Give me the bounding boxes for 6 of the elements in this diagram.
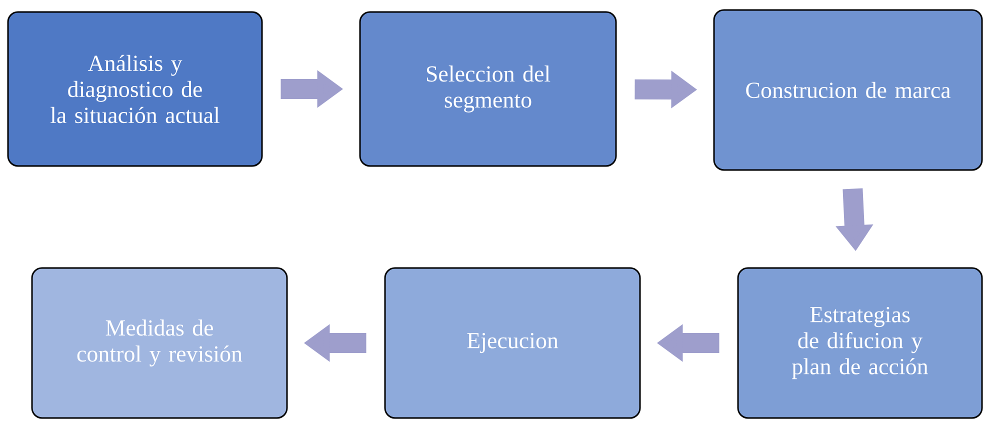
process-box: Construcion de marca (713, 9, 983, 171)
process-box: Estrategias de difucion y plan de acción (737, 267, 983, 419)
process-box: Análisis y diagnostico de la situación actual (7, 11, 263, 167)
process-box: Seleccion del segmento (359, 11, 617, 167)
process-box: Medidas de control y revisión (31, 267, 288, 419)
process-box: Ejecucion (384, 267, 641, 419)
